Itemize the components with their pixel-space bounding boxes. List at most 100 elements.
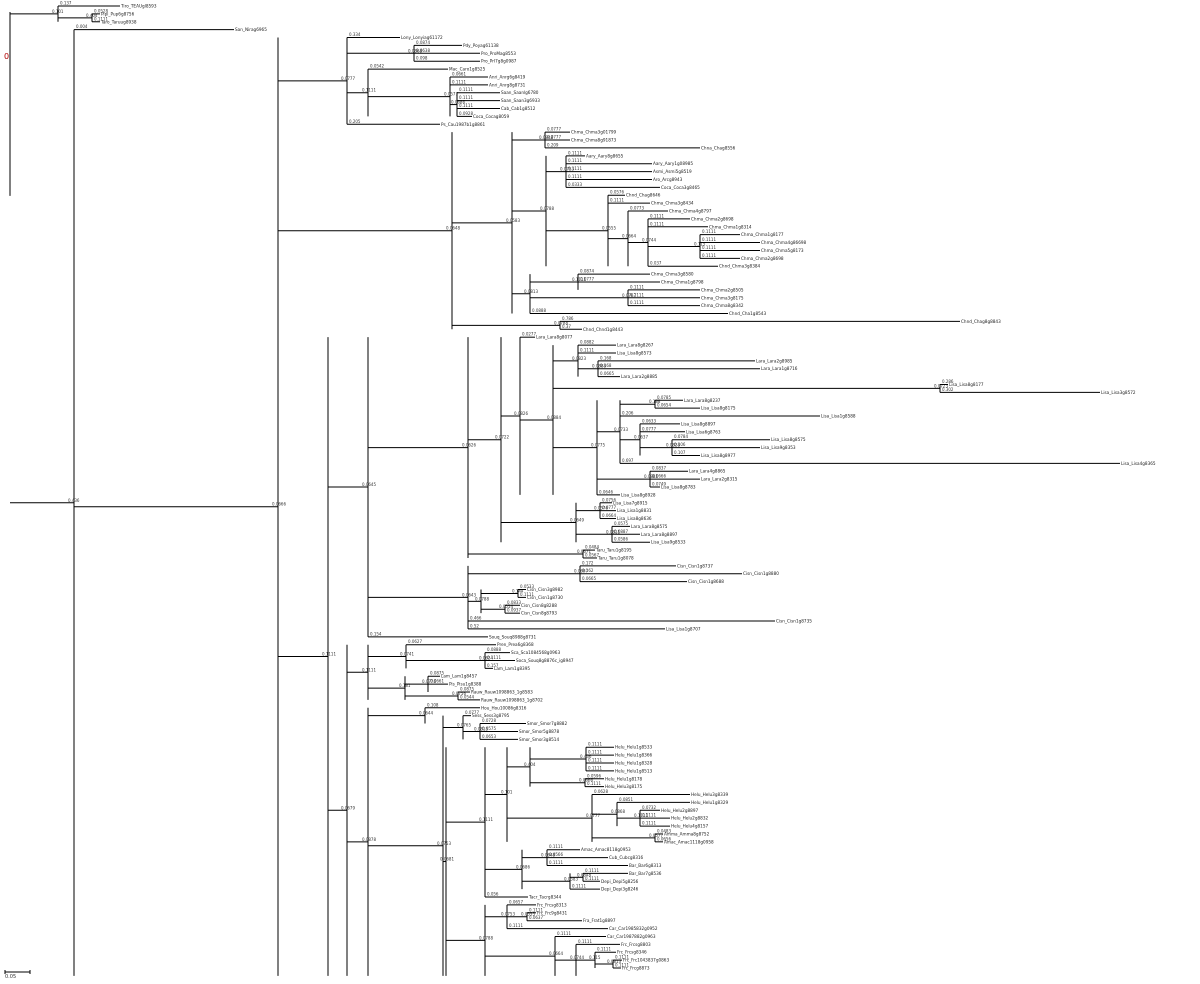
leaf-label: Anri_Anrg8g8731 — [489, 82, 526, 87]
branch-support-label: 0.0928 — [459, 111, 473, 116]
node-support-label: 0.0823 — [572, 356, 586, 361]
leaf-label: Lara_Lara8g8897 — [641, 532, 678, 537]
leaf-label: Chnd_Chag8646 — [626, 193, 661, 198]
leaf-label: Sess_Sess3g8795 — [472, 713, 510, 718]
branch-support-label: 0.0575 — [482, 726, 496, 731]
branch-support-label: 0.1111 — [568, 158, 582, 163]
leaf-label: Chma_Chma3g8434 — [651, 201, 694, 206]
leaf-label: Chnd_Cha1g8543 — [729, 311, 766, 316]
branch-support-label: 0.786 — [562, 316, 574, 321]
node-support-label: 0.0577 — [444, 92, 458, 97]
branch-support-label: 0.286 — [942, 379, 954, 384]
leaf-label: Helu_Helu3g8175 — [605, 784, 642, 789]
node-support-label: 0.0583 — [564, 876, 578, 881]
branch-support-label: 0.1111 — [588, 765, 602, 770]
branch-support-label: 0.0566 — [549, 852, 563, 857]
branch-support-label: 0.1111 — [588, 742, 602, 747]
leaf-label: Helu_Helu2g8897 — [661, 808, 698, 813]
branch-support-label: 0.0628 — [594, 789, 608, 794]
node-support-label: 0.0878 — [362, 837, 376, 842]
branch-support-label: 0.0665 — [600, 371, 614, 376]
node-support-label: 0.0753 — [560, 167, 574, 172]
branch-support-label: 0.0728 — [482, 718, 496, 723]
branch-support-label: 0.108 — [427, 702, 439, 707]
branch-support-label: 0.0777 — [642, 426, 656, 431]
branch-support-label: 0.0777 — [465, 710, 479, 715]
node-support-label: 0.0881 — [644, 474, 658, 479]
branch-support-label: 0.0656 — [657, 836, 671, 841]
node-support-label: 0.0788 — [479, 935, 493, 940]
node-support-label: 0.0681 — [440, 857, 454, 862]
leaf-label: Lara_Lara2g8885 — [621, 374, 658, 379]
leaf-label: Smor_Smor3g8514 — [519, 737, 559, 742]
leaf-label: Lisa_Lisa4g8365 — [1121, 461, 1156, 466]
leaf-label: San_Nirag6965 — [235, 27, 267, 32]
node-support-label: 0.0664 — [549, 951, 563, 956]
branch-support-label: 0.162 — [582, 568, 594, 573]
leaf-label: Saan_Saanlg6780 — [501, 90, 539, 95]
leaf-label: Lara_Lara8g8575 — [631, 524, 668, 529]
node-support-label: 0.0788 — [475, 596, 489, 601]
node-support-label: 0.1111 — [479, 817, 493, 822]
branch-support-label: 0.0875 — [430, 671, 444, 676]
leaf-label: Depi_Depi5g8256 — [601, 879, 639, 884]
leaf-label: Helu_Helu1g8328 — [615, 760, 652, 765]
leaf-label: Helu_Helu2g8832 — [671, 816, 708, 821]
leaf-label: Lisa_Lisa1g8707 — [666, 626, 701, 631]
node-support-label: 0.0664 — [622, 234, 636, 239]
branch-support-label: 0.0277 — [522, 332, 536, 337]
branch-support-label: 0.1111 — [509, 923, 523, 928]
node-support-label: 0.0624 — [479, 655, 493, 660]
node-support-label: 0.0775 — [591, 443, 605, 448]
leaf-label: Lam_Lam1g8395 — [494, 666, 530, 671]
node-support-label: 0.0828 — [666, 443, 680, 448]
branch-support-label: 0.1111 — [702, 229, 716, 234]
branch-support-label: 0.0646 — [599, 489, 613, 494]
leaf-label: Lara_Lara2g8985 — [756, 358, 793, 363]
node-support-label: 0.0666 — [579, 778, 593, 783]
leaf-label: Saan_Saan3g6933 — [501, 98, 540, 103]
leaf-label: Tacr_Tacrg8344 — [528, 895, 562, 900]
leaf-label: Chma_Chma8g91873 — [571, 138, 617, 143]
leaf-label: Lara_Lara2g8315 — [701, 477, 738, 482]
branch-support-label: 0.1111 — [568, 174, 582, 179]
node-support-label: 0.1111 — [572, 277, 586, 282]
node-support-label: 0.0555 — [602, 226, 616, 231]
leaf-label: Pdy_Poyag61138 — [463, 43, 499, 48]
leaf-label: Helu_Helu1g8513 — [615, 768, 652, 773]
leaf-label: Helu_Helu3g8339 — [691, 792, 728, 797]
leaf-label: Lam_Lam1g8457 — [441, 674, 477, 679]
leaf-label: Cub_Cubcg8316 — [609, 855, 644, 860]
leaf-label: Pro_PrI7g8g0987 — [481, 59, 517, 64]
node-support-label: 0.0722 — [495, 435, 509, 440]
branch-support-label: 0.0874 — [580, 269, 594, 274]
branch-support-label: 0.172 — [582, 560, 594, 565]
branch-support-label: 0.1111 — [578, 939, 592, 944]
branch-support-label: 0.1111 — [568, 166, 582, 171]
node-support-label: 0.0671 — [577, 549, 591, 554]
node-support-label: 0.0643 — [462, 592, 476, 597]
branch-support-label: 0.1111 — [452, 79, 466, 84]
node-support-label: 0.0741 — [400, 652, 414, 657]
leaf-label: Frc_Frc1043837g0863 — [623, 958, 669, 963]
node-support-label: 0.0884 — [547, 415, 561, 420]
node-support-label: 0.0626 — [462, 443, 476, 448]
leaf-label: Lisa_Lisa7g8915 — [613, 500, 648, 505]
branch-support-label: 0.0875 — [460, 687, 474, 692]
node-support-label: 0.1111 — [634, 813, 648, 818]
branch-support-label: 0.0777 — [580, 276, 594, 281]
leaf-label: Lisa_Lisa8g8575 — [771, 437, 806, 442]
branch-support-label: 0.205 — [349, 119, 361, 124]
leaf-label: Pipi_Pup6g8756 — [101, 11, 135, 16]
leaf-label: Souq_Souq8988g8731 — [489, 634, 536, 639]
leaf-label: Frc_Frc9g8431 — [537, 910, 567, 915]
branch-support-label: 0.466 — [470, 616, 482, 621]
node-support-label: 0.0776 — [422, 679, 436, 684]
leaf-label: Helu_Helu1g8178 — [605, 776, 642, 781]
leaf-label: Frc_Frcsg8346 — [617, 950, 647, 955]
branch-support-label: 0.037 — [650, 261, 662, 266]
leaf-label: Lisa_Lisa9g8353 — [761, 445, 796, 450]
branch-support-label: 0.0653 — [482, 734, 496, 739]
leaf-label: Chma_Chma1g8798 — [661, 279, 704, 284]
branch-support-label: 0.0665 — [582, 576, 596, 581]
